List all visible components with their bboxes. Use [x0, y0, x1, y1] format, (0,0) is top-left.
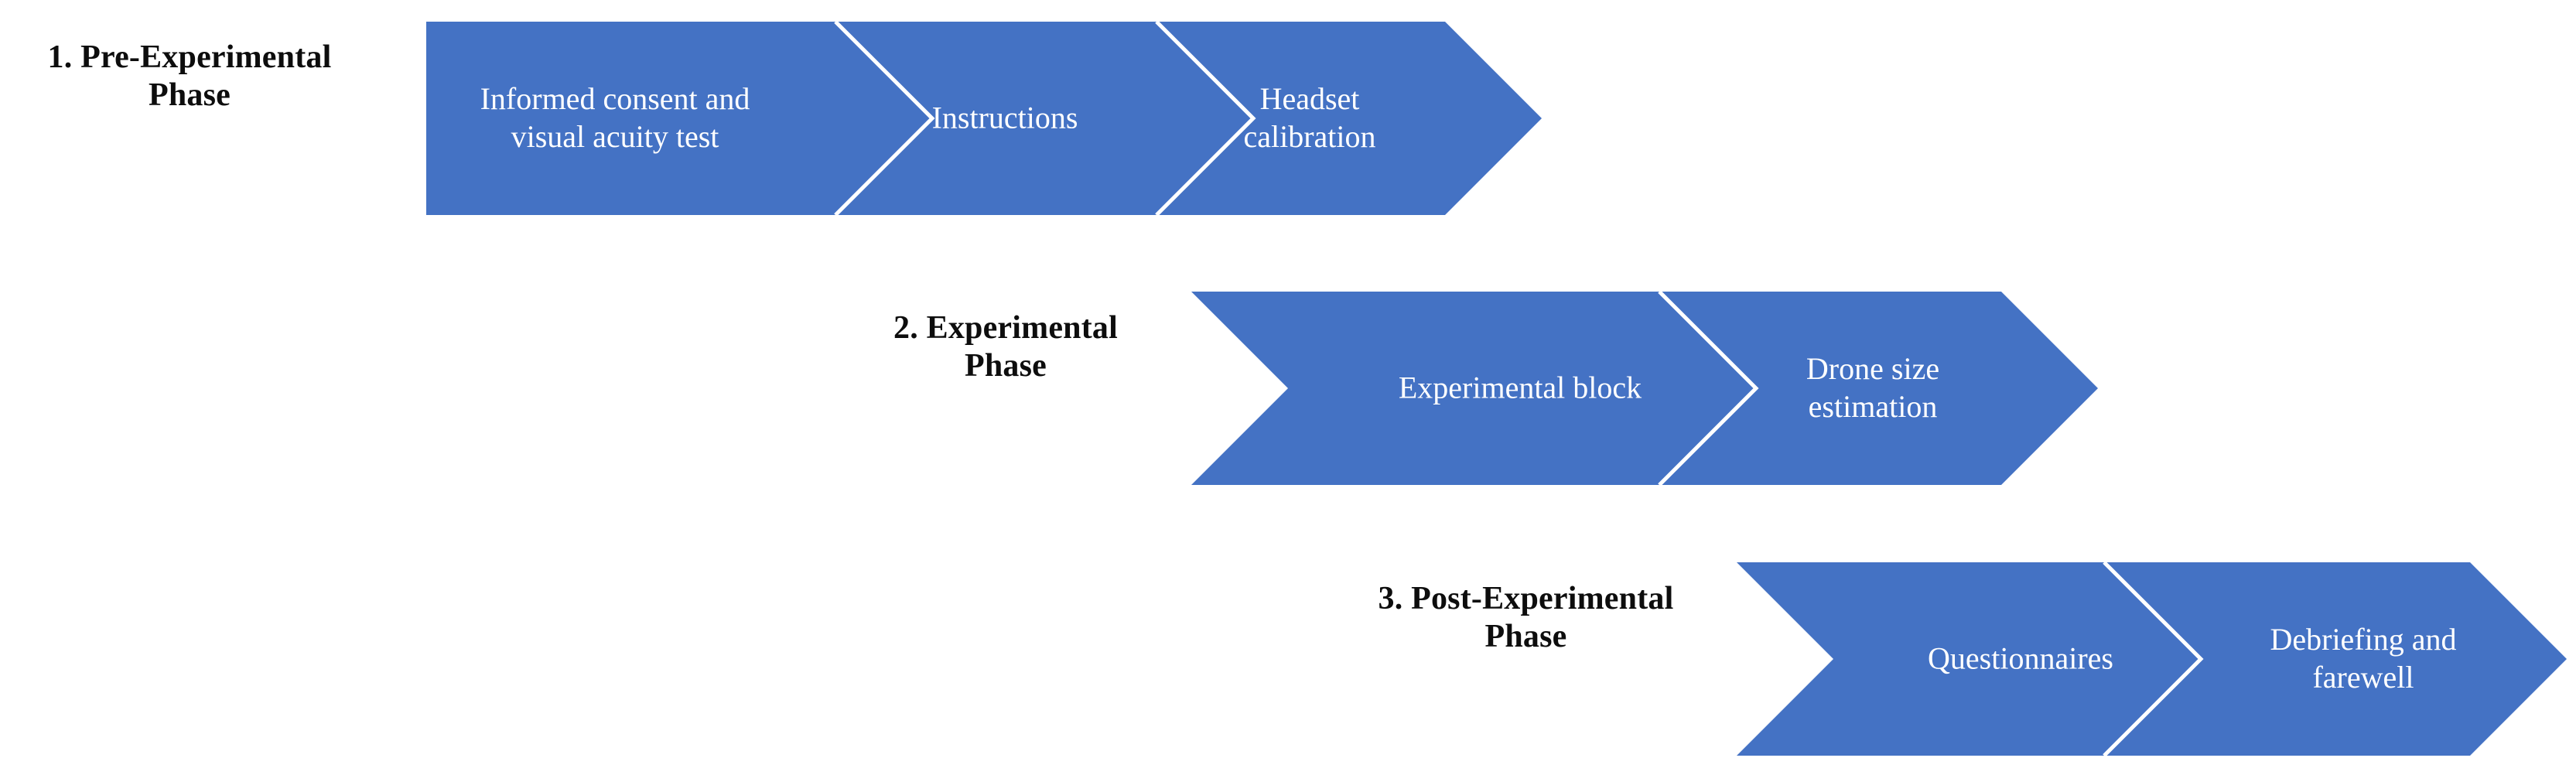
chevron-body-1	[426, 22, 1542, 215]
chevron-step-1-1[interactable]: Informed consent and visual acuity test	[480, 81, 750, 154]
chevron-band-1	[426, 20, 1542, 217]
chevron-band-2-svg	[1191, 290, 2098, 487]
chevron-band-3-svg	[1737, 561, 2567, 757]
chevron-step-1-3[interactable]: Headset calibration	[1243, 81, 1376, 154]
chevron-step-3-1[interactable]: Questionnaires	[1928, 640, 2113, 676]
chevron-divider-3-1	[2103, 561, 2204, 757]
chevron-band-1-svg	[426, 20, 1542, 217]
chevron-divider-1-2	[1155, 20, 1256, 217]
chevron-step-2-2[interactable]: Drone size estimation	[1806, 351, 1940, 424]
chevron-step-3-2[interactable]: Debriefing and farewell	[2270, 622, 2457, 695]
chevron-step-1-2[interactable]: Instructions	[931, 100, 1078, 135]
phase-label-2: 2. Experimental Phase	[893, 310, 1118, 384]
chevron-step-2-1[interactable]: Experimental block	[1398, 370, 1642, 405]
chevron-divider-1-1	[834, 20, 935, 217]
chevron-band-3	[1737, 561, 2567, 757]
chevron-band-2	[1191, 290, 2098, 487]
chevron-divider-2-1	[1658, 290, 1759, 487]
chevron-body-2	[1191, 292, 2098, 485]
chevron-body-3	[1737, 562, 2567, 756]
phase-label-1: 1. Pre-Experimental Phase	[47, 39, 332, 114]
phase-label-3: 3. Post-Experimental Phase	[1378, 581, 1674, 655]
